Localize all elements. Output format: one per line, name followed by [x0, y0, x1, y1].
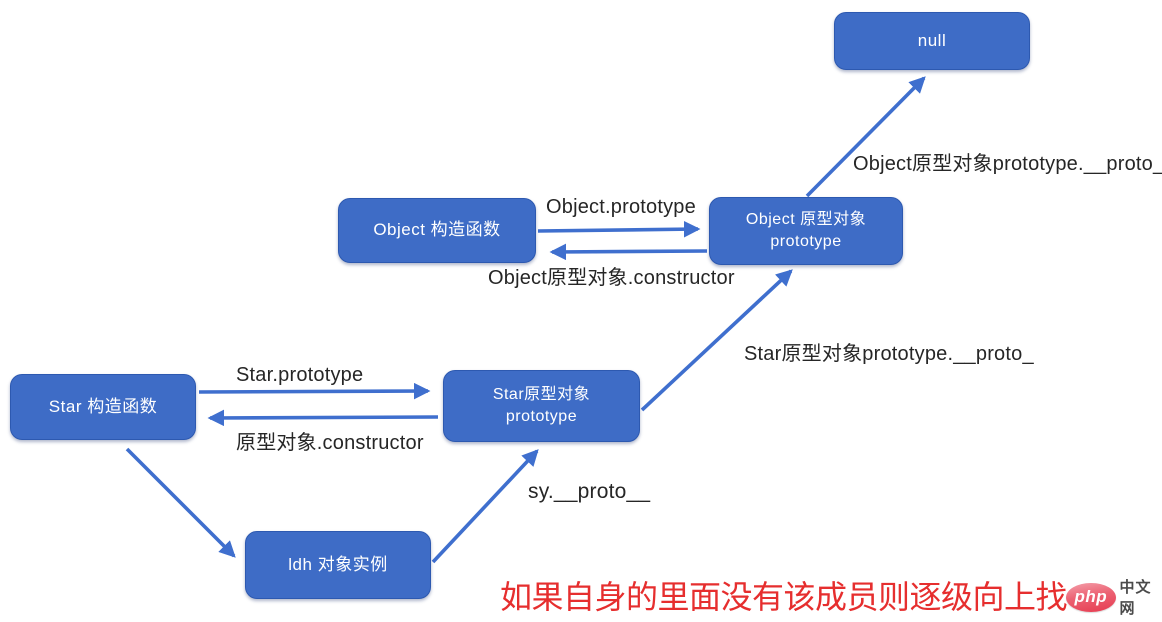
node-star-constructor: Star 构造函数: [10, 374, 196, 440]
edge-label-star-prototype: Star.prototype: [236, 364, 364, 386]
node-object-constructor-label: Object 构造函数: [373, 220, 501, 240]
node-object-prototype-line1: Object 原型对象: [745, 211, 867, 229]
arrow-star-constructor: [207, 409, 439, 427]
edge-label-object-proto-chain: Object原型对象prototype.__proto__: [853, 153, 1162, 175]
node-null: null: [834, 12, 1030, 70]
arrow-star-prototype: [198, 382, 431, 400]
node-star-constructor-label: Star 构造函数: [48, 396, 158, 416]
node-object-prototype: Object 原型对象 prototype: [709, 197, 903, 265]
node-star-prototype: Star原型对象 prototype: [443, 370, 640, 442]
arrow-object-constructor: [549, 243, 708, 261]
node-star-prototype-line2: prototype: [505, 408, 578, 425]
node-ldh-instance-label: ldh 对象实例: [288, 554, 388, 574]
arrow-star-to-instance: [125, 447, 236, 558]
node-object-prototype-line2: prototype: [770, 233, 842, 250]
edge-label-object-prototype: Object.prototype: [546, 196, 696, 218]
watermark-site-text: 中文网: [1119, 579, 1152, 617]
watermark-logo-text: php: [1074, 587, 1108, 606]
arrow-object-proto-to-null: [805, 76, 926, 198]
node-null-label: null: [917, 30, 947, 50]
arrow-object-prototype: [537, 220, 701, 238]
edge-label-object-constructor: Object原型对象.constructor: [488, 267, 735, 289]
node-object-constructor: Object 构造函数: [338, 198, 536, 263]
edge-label-instance-proto: sy.__proto__: [528, 480, 651, 503]
php-logo-icon: php: [1066, 582, 1116, 612]
arrow-star-proto-to-object-proto: [640, 269, 793, 412]
node-star-prototype-line1: Star原型对象: [492, 386, 591, 404]
watermark: php 中文网: [1066, 576, 1162, 618]
annotation-text: 如果自身的里面没有该成员则逐级向上找: [500, 579, 1068, 615]
node-ldh-instance: ldh 对象实例: [245, 531, 431, 599]
edge-label-star-proto-chain: Star原型对象prototype.__proto_: [744, 343, 1034, 365]
arrow-instance-proto: [431, 449, 539, 564]
edge-label-star-constructor: 原型对象.constructor: [236, 432, 424, 454]
